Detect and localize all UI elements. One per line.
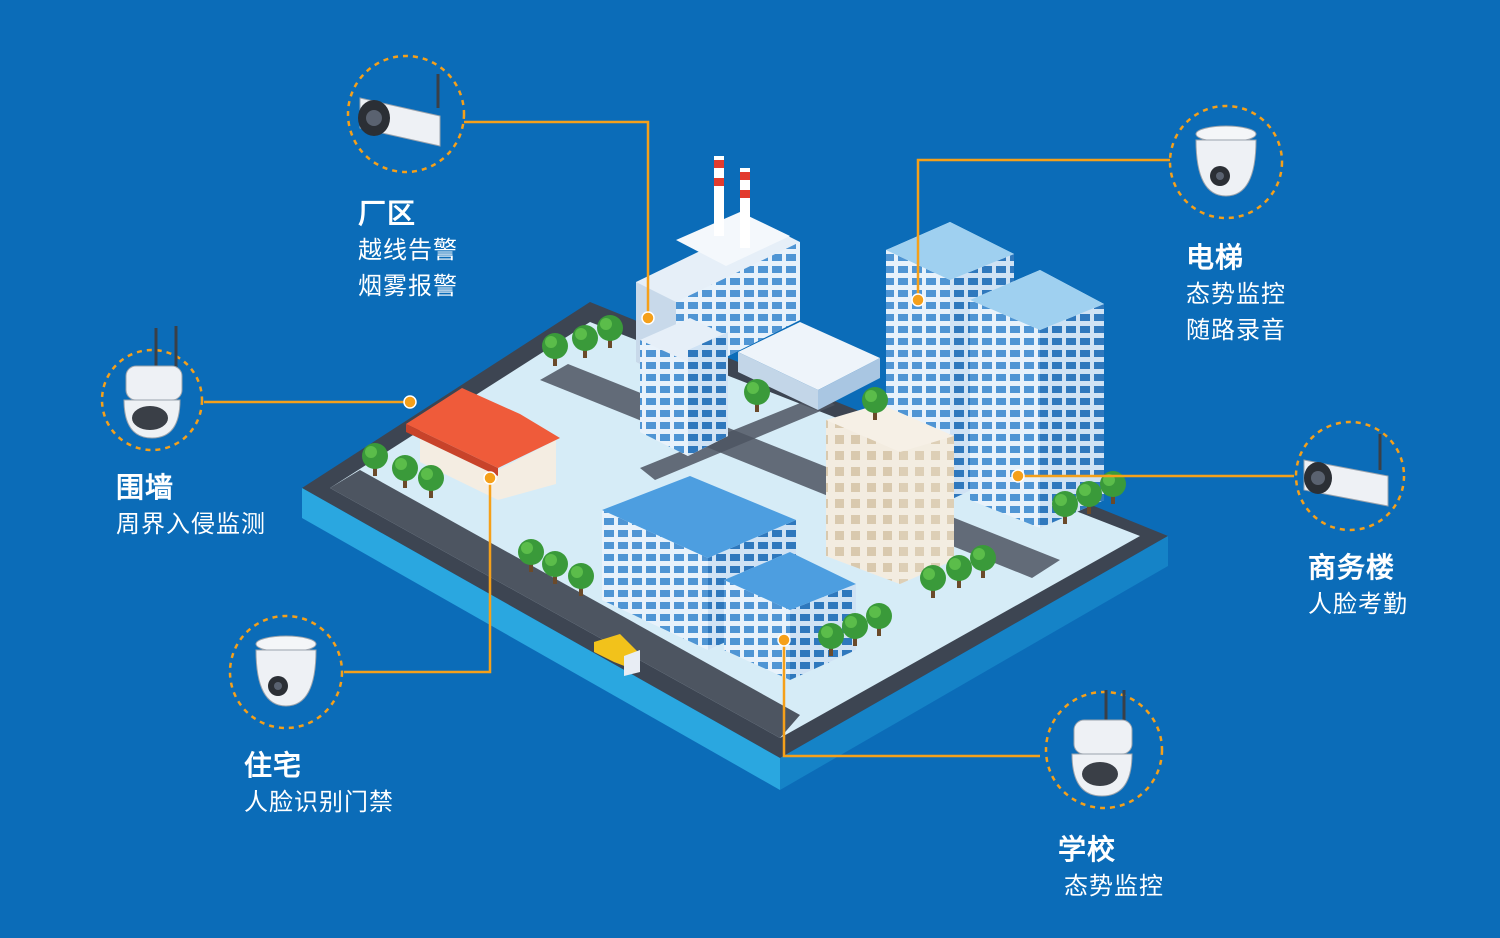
callout-title: 住宅 xyxy=(244,749,303,782)
dome-camera-icon xyxy=(1195,125,1257,197)
callout-line: 态势监控 xyxy=(1064,872,1164,900)
truck xyxy=(594,634,640,676)
connector-lines xyxy=(204,120,1294,758)
callout-residence: 住宅 人脸识别门禁 xyxy=(244,748,394,820)
callout-title: 商务楼 xyxy=(1308,551,1396,584)
callout-elevator: 电梯 态势监控 随路录音 xyxy=(1186,240,1286,348)
callout-line: 周界入侵监测 xyxy=(116,510,266,538)
factory-building xyxy=(636,156,800,456)
callout-line: 随路录音 xyxy=(1186,316,1286,344)
callout-factory: 厂区 越线告警 烟雾报警 xyxy=(358,196,458,304)
callout-line: 人脸考勤 xyxy=(1308,590,1408,618)
school-building xyxy=(602,476,856,680)
dome-camera-icon xyxy=(255,635,317,707)
callout-line: 态势监控 xyxy=(1186,280,1286,308)
callout-line: 人脸识别门禁 xyxy=(244,788,394,816)
ptz-camera-icon xyxy=(123,326,183,439)
callout-title: 学校 xyxy=(1058,833,1117,866)
connector-dots xyxy=(403,293,1025,647)
warehouse xyxy=(738,322,880,410)
ptz-camera-icon xyxy=(1071,690,1133,797)
callout-line: 烟雾报警 xyxy=(358,272,458,300)
callout-title: 围墙 xyxy=(116,471,175,504)
bullet-camera-icon xyxy=(1303,434,1389,507)
callout-office: 商务楼 人脸考勤 xyxy=(1308,550,1408,622)
callout-title: 电梯 xyxy=(1186,241,1245,274)
callout-line: 越线告警 xyxy=(358,236,458,264)
camera-circles xyxy=(100,54,1406,810)
callout-wall: 围墙 周界入侵监测 xyxy=(116,470,266,542)
callout-school: 学校 态势监控 xyxy=(1058,832,1164,904)
callout-title: 厂区 xyxy=(358,197,417,230)
house xyxy=(406,388,560,500)
bullet-camera-icon xyxy=(358,74,441,147)
apartment-building xyxy=(826,404,954,584)
